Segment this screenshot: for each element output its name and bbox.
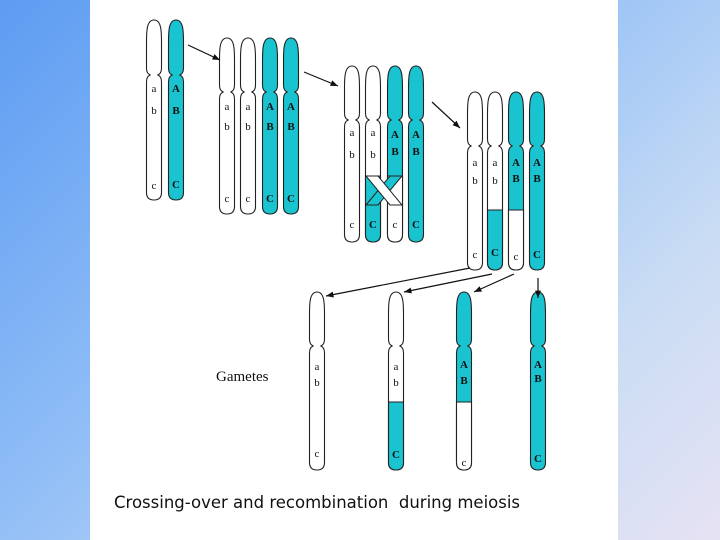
allele-label: B [512, 173, 520, 185]
allele-label: c [315, 448, 320, 460]
arrow-head-icon [330, 80, 338, 86]
arrow-head-icon [212, 54, 220, 60]
arrow-head-icon [452, 120, 460, 128]
allele-label: b [224, 121, 230, 133]
gamete-chromatid [308, 291, 326, 471]
gamete-chromatid-segment [455, 401, 473, 471]
gamete-chromatid-segment [387, 401, 405, 471]
allele-label: B [391, 146, 399, 158]
allele-label: B [534, 373, 542, 385]
allele-label: C [287, 193, 295, 205]
allele-label: B [460, 375, 468, 387]
allele-label: A [512, 157, 520, 169]
allele-label: A [287, 101, 295, 113]
allele-label: C [392, 449, 400, 461]
allele-label: c [225, 193, 230, 205]
allele-label: a [152, 83, 157, 95]
chromatid [343, 65, 361, 243]
allele-label: a [225, 101, 230, 113]
allele-label: C [533, 249, 541, 261]
allele-label: a [315, 361, 320, 373]
arrow-icon [403, 273, 493, 293]
chromatid [407, 65, 425, 243]
allele-label: B [266, 121, 274, 133]
chromatid [466, 91, 484, 271]
allele-label: b [245, 121, 251, 133]
allele-label: C [491, 247, 499, 259]
arrow-head-icon [404, 287, 412, 294]
allele-label: C [534, 453, 542, 465]
allele-label: b [349, 149, 355, 161]
allele-label: b [472, 175, 478, 187]
allele-label: c [152, 180, 157, 192]
allele-label: b [151, 105, 157, 117]
allele-label: a [350, 127, 355, 139]
allele-label: a [493, 157, 498, 169]
chromatid-segment [486, 209, 504, 271]
allele-label: a [394, 361, 399, 373]
allele-label: B [412, 146, 420, 158]
allele-label: c [514, 251, 519, 263]
allele-label: A [534, 359, 542, 371]
allele-label: A [533, 157, 541, 169]
allele-label: c [462, 457, 467, 469]
allele-label: C [369, 219, 377, 231]
chromatid [261, 37, 279, 215]
allele-label: A [172, 83, 180, 95]
caption: Crossing-over and recombination during m… [114, 493, 521, 512]
chromatid-segment [507, 209, 525, 271]
arrow-head-icon [474, 286, 482, 292]
chromatid [218, 37, 236, 215]
allele-label: A [412, 129, 420, 141]
allele-label: B [533, 173, 541, 185]
allele-label: b [492, 175, 498, 187]
allele-label: C [412, 219, 420, 231]
chromatid [145, 19, 163, 201]
allele-label: b [370, 149, 376, 161]
gamete-chromatid [529, 291, 547, 471]
allele-label: A [266, 101, 274, 113]
allele-label: c [246, 193, 251, 205]
allele-label: C [266, 193, 274, 205]
allele-label: b [314, 377, 320, 389]
allele-label: a [473, 157, 478, 169]
meiosis-diagram: abcABCabcabcABCABCabcabCABcABCabcabCABcA… [145, 19, 547, 471]
allele-label: c [393, 219, 398, 231]
chromatid [282, 37, 300, 215]
allele-label: B [172, 105, 180, 117]
allele-label: a [371, 127, 376, 139]
allele-label: a [246, 101, 251, 113]
chromatid [528, 91, 546, 271]
allele-label: b [393, 377, 399, 389]
chromatid [239, 37, 257, 215]
crossover-strand [364, 175, 404, 206]
allele-label: A [460, 359, 468, 371]
allele-label: B [287, 121, 295, 133]
allele-label: c [473, 249, 478, 261]
arrow-icon [325, 267, 471, 297]
allele-label: A [391, 129, 399, 141]
arrow-head-icon [326, 291, 334, 298]
arrow-head-icon [535, 290, 541, 298]
allele-label: c [350, 219, 355, 231]
allele-label: C [172, 179, 180, 191]
chromatid [167, 19, 185, 201]
gametes-label: Gametes [216, 369, 269, 385]
